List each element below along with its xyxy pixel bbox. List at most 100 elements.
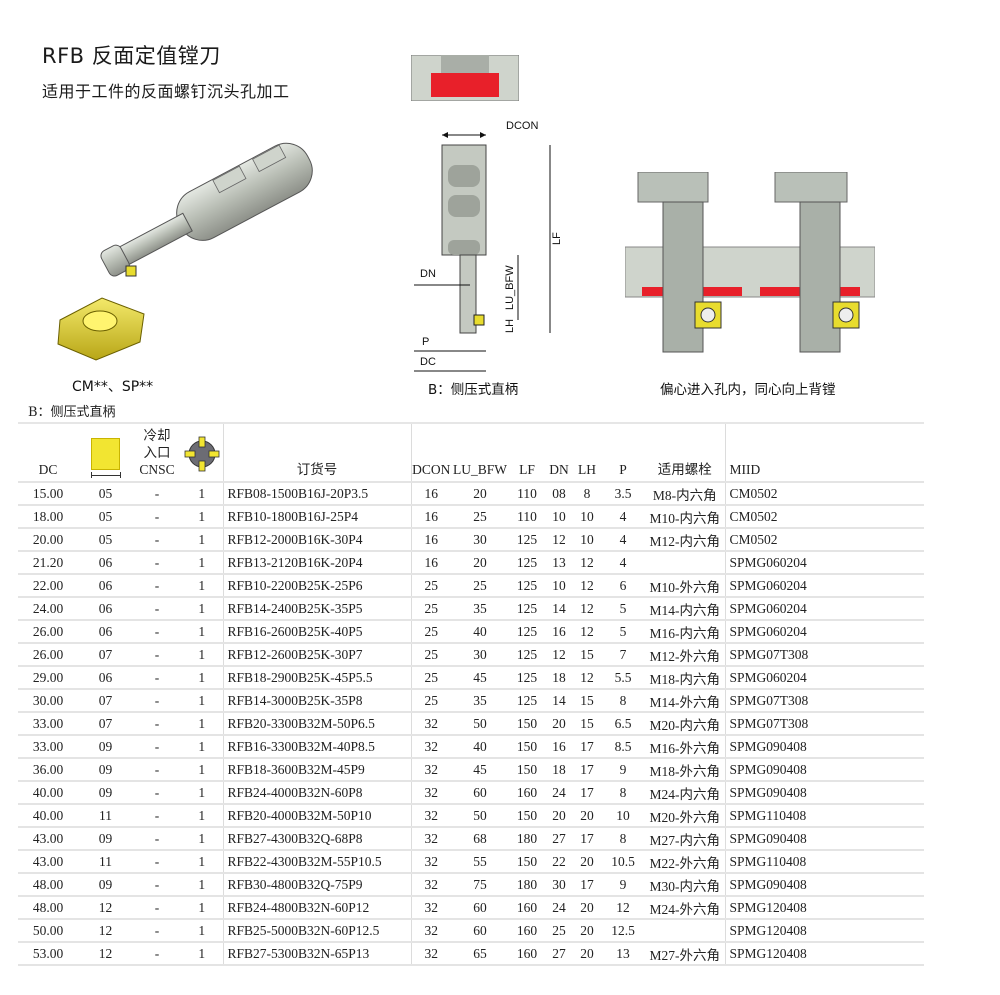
cell-cutting-edges: 1 xyxy=(181,712,223,736)
cell-order-no: RFB12-2000B16K-30P4 xyxy=(222,528,411,552)
cell-cnsc: - xyxy=(133,850,181,874)
cell-miid: CM0502 xyxy=(724,505,924,529)
cell-cnsc: - xyxy=(133,620,181,644)
cell-cnsc: - xyxy=(133,574,181,598)
cell-lu-bfw: 55 xyxy=(451,850,509,874)
col-dc: DC xyxy=(18,422,78,483)
cell-lf: 125 xyxy=(509,597,545,621)
cell-p: 4 xyxy=(601,505,645,529)
cell-dn: 18 xyxy=(545,666,573,690)
cell-dn: 25 xyxy=(545,919,573,943)
cell-dc: 22.00 xyxy=(18,574,78,598)
cell-p: 12.5 xyxy=(601,919,645,943)
col-dn: DN xyxy=(545,422,573,483)
cell-cnsc: - xyxy=(133,505,181,529)
dimension-drawing: DCON LF LU_BFW LH DN P DC xyxy=(414,120,563,372)
cell-lu-bfw: 65 xyxy=(451,942,509,966)
cell-order-no: RFB27-5300B32N-65P13 xyxy=(222,942,411,966)
cell-miid: CM0502 xyxy=(724,528,924,552)
cell-bolt: M10-外六角 xyxy=(645,574,725,598)
cell-bolt: M12-外六角 xyxy=(645,643,725,667)
cell-dn: 14 xyxy=(545,689,573,713)
cell-bolt: M14-外六角 xyxy=(645,689,725,713)
cell-order-no: RFB08-1500B16J-20P3.5 xyxy=(222,482,411,506)
cell-lh: 12 xyxy=(573,620,601,644)
coolant-label-2: 入口 xyxy=(143,445,171,460)
cell-bolt xyxy=(645,919,725,943)
cell-dc: 43.00 xyxy=(18,827,78,851)
cell-lf: 150 xyxy=(509,712,545,736)
cell-lh: 12 xyxy=(573,551,601,575)
cell-p: 9 xyxy=(601,758,645,782)
cell-order-no: RFB24-4000B32N-60P8 xyxy=(222,781,411,805)
cell-bolt: M16-内六角 xyxy=(645,620,725,644)
cell-lh: 17 xyxy=(573,827,601,851)
cell-lu-bfw: 40 xyxy=(451,735,509,759)
col-cnsc: 冷却 入口 CNSC xyxy=(133,422,181,483)
cell-dc: 21.20 xyxy=(18,551,78,575)
cell-dn: 20 xyxy=(545,712,573,736)
cell-lh: 15 xyxy=(573,643,601,667)
cell-dcon: 25 xyxy=(410,620,451,644)
cell-dcon: 32 xyxy=(410,827,451,851)
cell-cutting-edges: 1 xyxy=(181,850,223,874)
cell-miid: SPMG060204 xyxy=(724,597,924,621)
cell-dcon: 32 xyxy=(410,873,451,897)
cell-insert-size: 06 xyxy=(78,666,133,690)
cell-p: 8 xyxy=(601,827,645,851)
cell-dcon: 16 xyxy=(410,528,451,552)
cell-order-no: RFB18-3600B32M-45P9 xyxy=(222,758,411,782)
cell-dn: 16 xyxy=(545,735,573,759)
cell-dcon: 32 xyxy=(410,758,451,782)
cell-order-no: RFB10-2200B25K-25P6 xyxy=(222,574,411,598)
cell-lh: 20 xyxy=(573,804,601,828)
cell-lh: 10 xyxy=(573,528,601,552)
cell-lu-bfw: 75 xyxy=(451,873,509,897)
cell-p: 3.5 xyxy=(601,482,645,506)
cell-dcon: 25 xyxy=(410,597,451,621)
cell-insert-size: 07 xyxy=(78,712,133,736)
cell-dc: 40.00 xyxy=(18,781,78,805)
cell-lf: 125 xyxy=(509,643,545,667)
cell-cnsc: - xyxy=(133,712,181,736)
cell-insert-size: 05 xyxy=(78,528,133,552)
cell-lf: 125 xyxy=(509,528,545,552)
cnsc-label: CNSC xyxy=(139,462,175,477)
cell-dcon: 32 xyxy=(410,919,451,943)
cell-p: 8 xyxy=(601,781,645,805)
lu-bfw-label: LU_BFW xyxy=(504,265,516,310)
cell-cnsc: - xyxy=(133,781,181,805)
cell-bolt: M24-内六角 xyxy=(645,781,725,805)
cell-lf: 110 xyxy=(509,482,545,506)
cell-miid: SPMG120408 xyxy=(724,896,924,920)
cell-cnsc: - xyxy=(133,758,181,782)
cell-dcon: 25 xyxy=(410,689,451,713)
cell-insert-size: 09 xyxy=(78,758,133,782)
cell-p: 7 xyxy=(601,643,645,667)
cell-order-no: RFB20-4000B32M-50P10 xyxy=(222,804,411,828)
cell-lf: 160 xyxy=(509,919,545,943)
cell-dn: 24 xyxy=(545,781,573,805)
cell-lu-bfw: 30 xyxy=(451,528,509,552)
cell-p: 8.5 xyxy=(601,735,645,759)
cell-cutting-edges: 1 xyxy=(181,758,223,782)
cell-lf: 150 xyxy=(509,804,545,828)
cell-dcon: 25 xyxy=(410,574,451,598)
cell-lu-bfw: 35 xyxy=(451,689,509,713)
cell-dc: 33.00 xyxy=(18,735,78,759)
cell-dcon: 32 xyxy=(410,804,451,828)
cell-order-no: RFB22-4300B32M-55P10.5 xyxy=(222,850,411,874)
cell-insert-size: 12 xyxy=(78,896,133,920)
cell-p: 6 xyxy=(601,574,645,598)
cell-insert-size: 07 xyxy=(78,643,133,667)
cell-order-no: RFB14-2400B25K-35P5 xyxy=(222,597,411,621)
cell-lf: 180 xyxy=(509,827,545,851)
cell-cnsc: - xyxy=(133,873,181,897)
cell-dc: 15.00 xyxy=(18,482,78,506)
cell-miid: SPMG060204 xyxy=(724,666,924,690)
cell-dn: 16 xyxy=(545,620,573,644)
